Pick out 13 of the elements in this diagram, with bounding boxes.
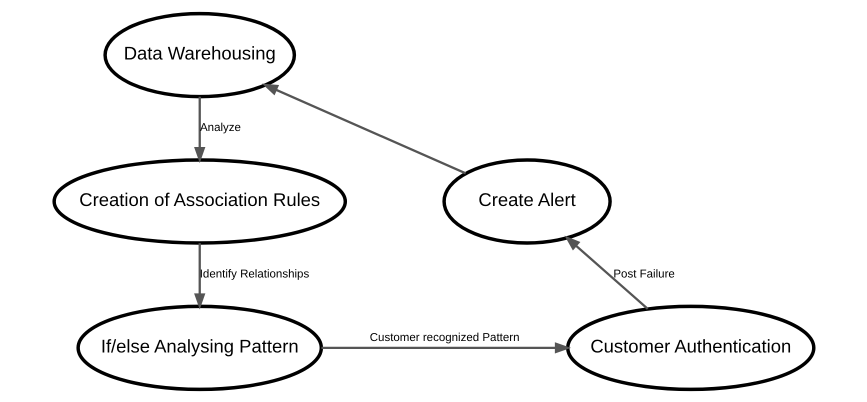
edge-label: Identify Relationships — [199, 268, 309, 280]
arrow — [194, 96, 205, 163]
node-ellipse: Creation of Association Rules — [52, 158, 347, 244]
node-ellipse: Create Alert — [442, 158, 612, 244]
edge-label: Customer recognized Pattern — [369, 331, 520, 344]
node-ellipse: If/else Analysing Pattern — [76, 304, 323, 391]
arrow — [262, 83, 466, 174]
arrow — [194, 242, 205, 310]
node-ellipse: Data Warehousing — [102, 11, 296, 98]
arrow — [320, 342, 571, 354]
node-ellipse: Customer Authentication — [566, 304, 816, 391]
arrow — [564, 235, 648, 310]
edge-label: Post Failure — [612, 268, 674, 280]
